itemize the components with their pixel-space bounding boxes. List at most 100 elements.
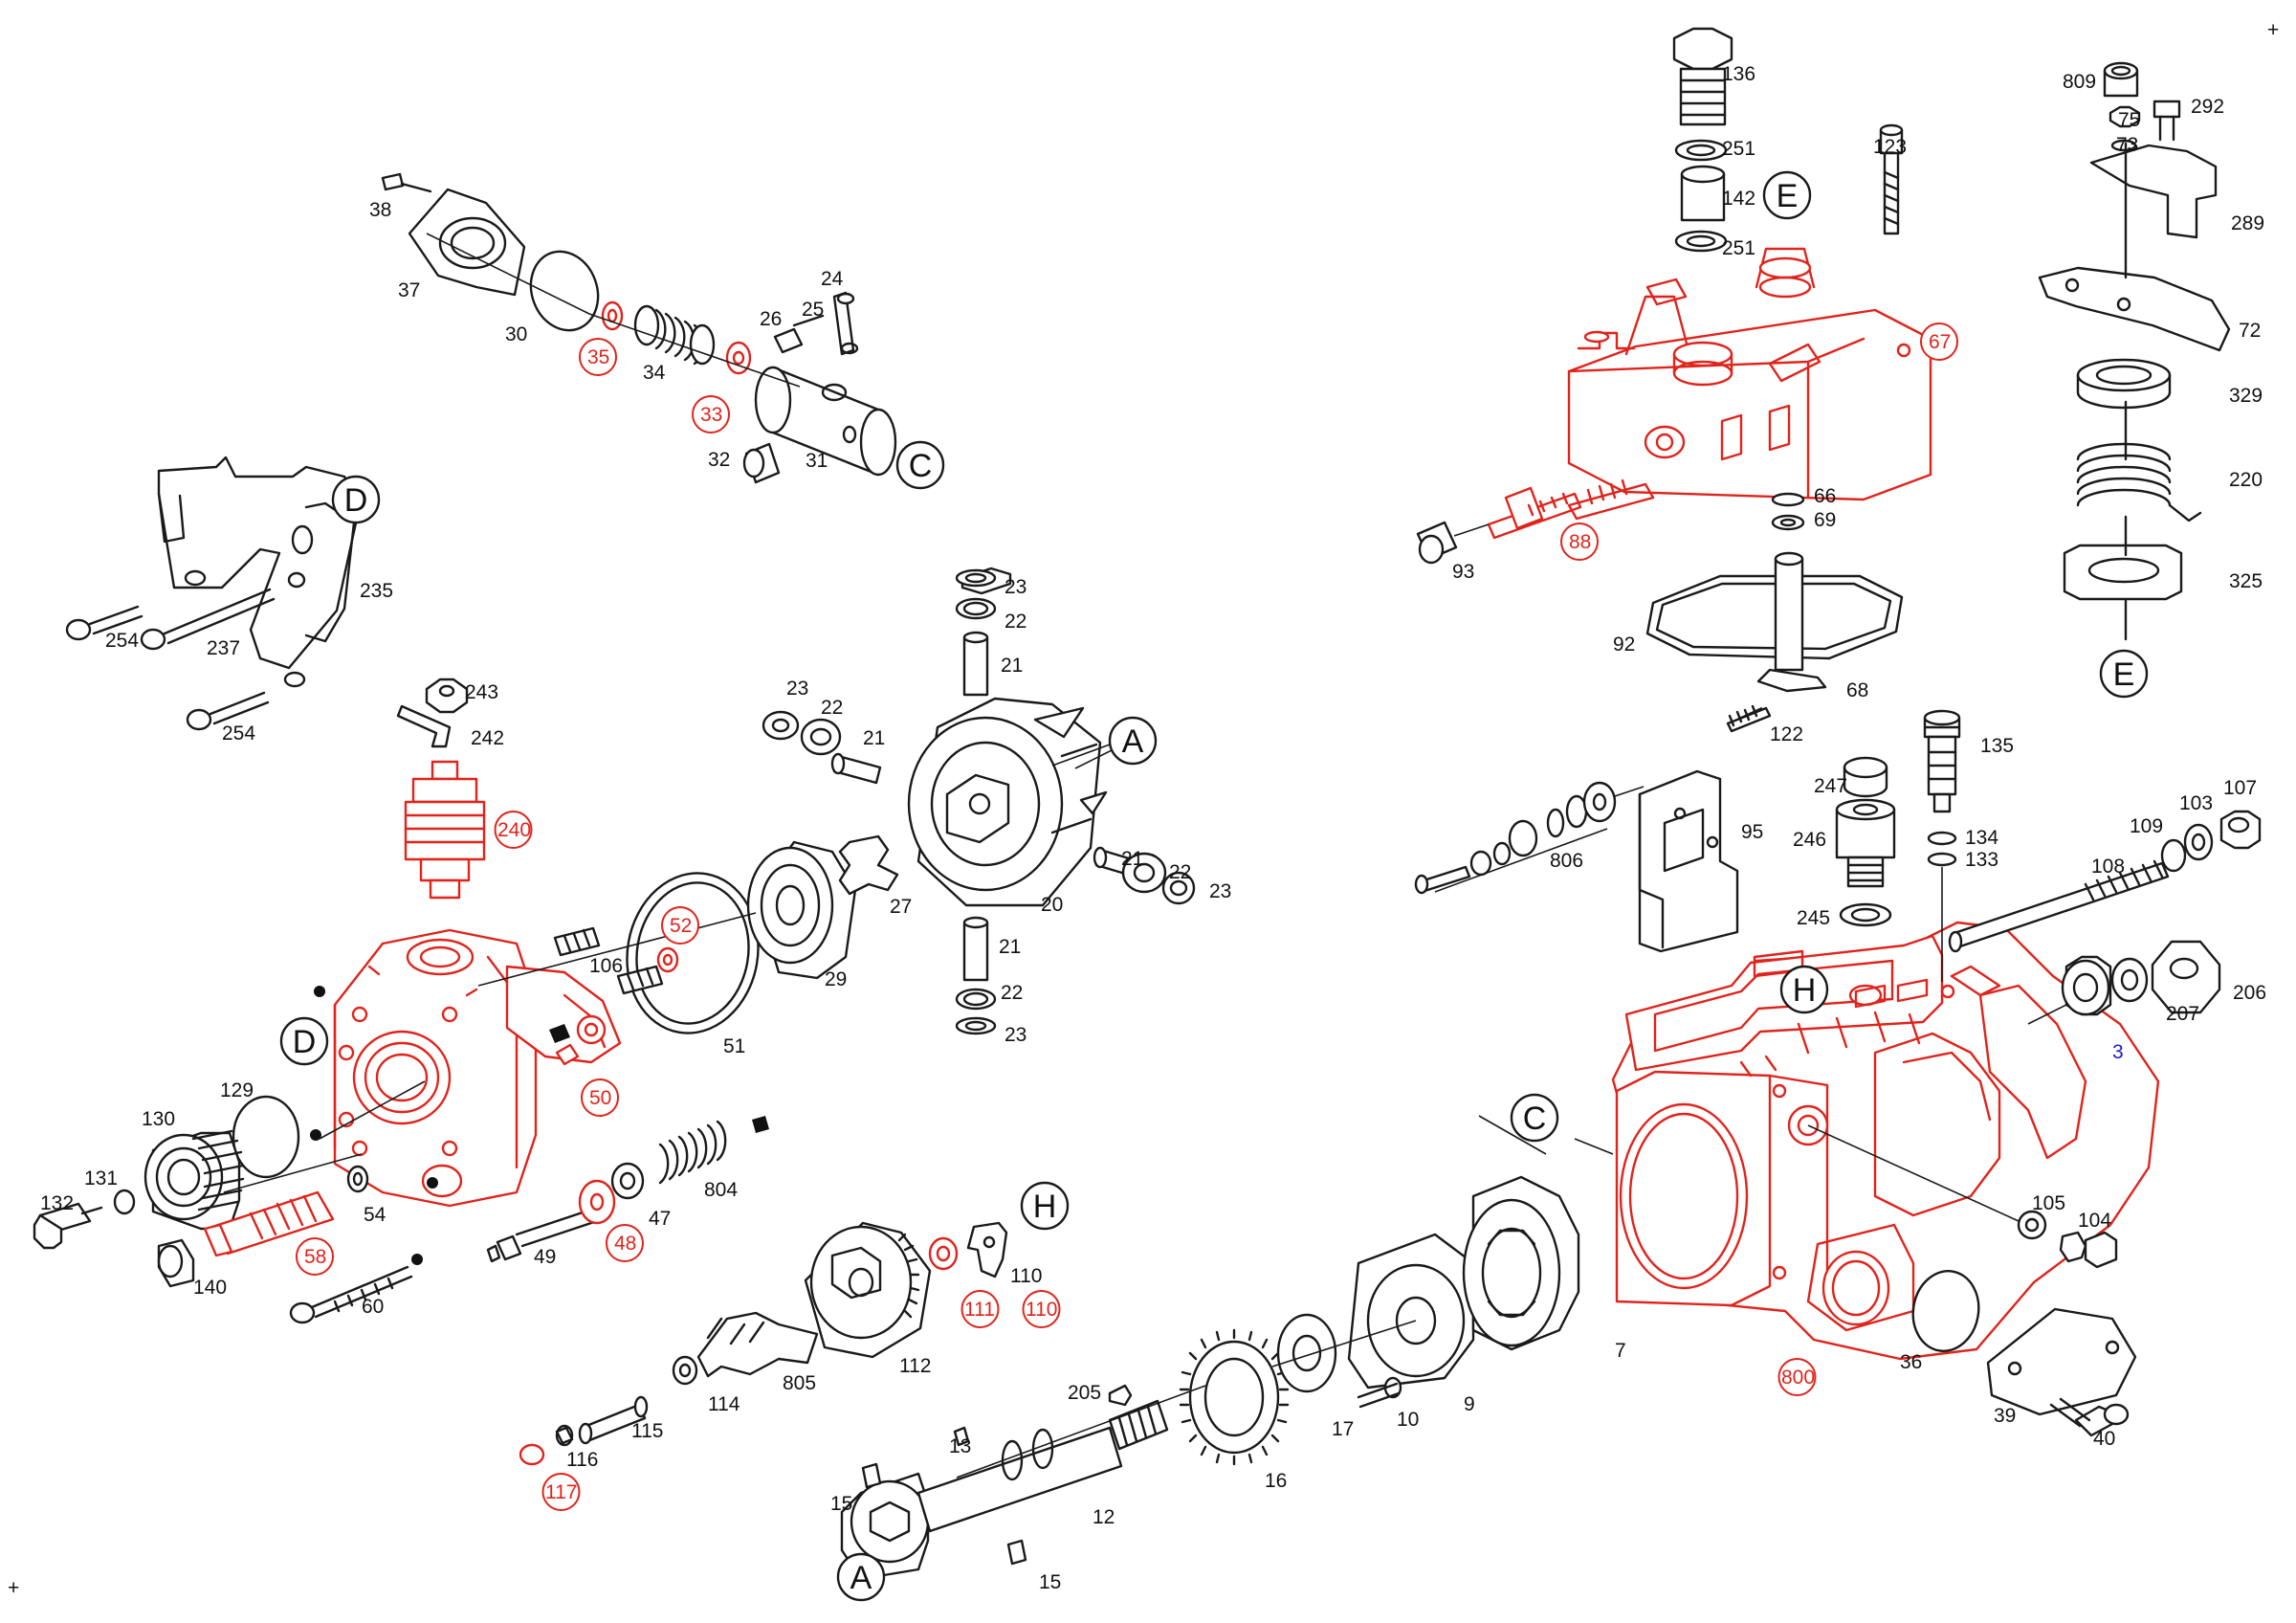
part-label: 15 — [1039, 1571, 1061, 1593]
timing-device-group — [381, 172, 897, 484]
part-label: 23 — [1004, 576, 1027, 598]
part-label: 805 — [783, 1372, 816, 1394]
part-label: 106 — [589, 955, 623, 977]
part-label: 207 — [2166, 1003, 2199, 1025]
part-label: 254 — [105, 630, 139, 652]
part-label: 103 — [2179, 792, 2213, 814]
part-label: 29 — [825, 968, 847, 990]
part-label: 809 — [2063, 71, 2096, 93]
part-label: 242 — [471, 727, 504, 749]
part-label: 289 — [2231, 212, 2264, 234]
part-label: 135 — [1980, 735, 2014, 757]
part-label: 22 — [1169, 861, 1191, 883]
part-label: 205 — [1068, 1382, 1101, 1404]
part-label: 243 — [465, 681, 498, 703]
part-label: 24 — [821, 268, 844, 290]
part-label: 72 — [2239, 320, 2261, 342]
part-label: 22 — [821, 697, 843, 719]
part-label: 21 — [999, 936, 1021, 958]
part-label: 123 — [1873, 136, 1907, 158]
part-label: 31 — [806, 450, 828, 472]
part-label: 25 — [802, 299, 824, 321]
part-label: 32 — [708, 449, 730, 471]
reference-marker-circle — [1762, 170, 1812, 220]
distributor-head — [310, 928, 622, 1208]
regulator-group — [486, 1116, 769, 1263]
part-label: 15 — [830, 1493, 852, 1515]
part-label: 110 — [1026, 1299, 1057, 1321]
reference-marker-circle — [836, 1552, 886, 1602]
reference-marker-letter: C — [909, 448, 933, 484]
bracket-group — [65, 456, 362, 731]
part-label: 110 — [1010, 1265, 1042, 1287]
part-label: 246 — [1793, 829, 1826, 851]
part-label: 115 — [631, 1420, 663, 1442]
red-part-circle — [960, 1290, 1000, 1328]
red-part-circle — [541, 1473, 581, 1511]
part-label: 114 — [708, 1393, 740, 1415]
part-label: 48 — [614, 1233, 636, 1255]
part-label: 107 — [2223, 777, 2257, 799]
part-label: 136 — [1722, 63, 1755, 85]
part-label: 800 — [1781, 1367, 1815, 1389]
reference-marker-circle — [895, 440, 945, 490]
part-label: 75 — [2118, 109, 2140, 131]
part-label: 39 — [1994, 1405, 2016, 1427]
part-label: 36 — [1900, 1351, 1922, 1373]
red-part-circle — [581, 1078, 619, 1117]
part-label: 52 — [670, 915, 692, 937]
part-label: 804 — [704, 1179, 738, 1201]
part-label: 3 — [2112, 1041, 2124, 1063]
reference-marker-letter: H — [1033, 1189, 1057, 1225]
red-part-circle — [1920, 322, 1958, 361]
part-label: 111 — [964, 1299, 995, 1321]
red-part-circle — [606, 1224, 644, 1262]
part-label: 69 — [1814, 509, 1836, 531]
part-label: 67 — [1929, 331, 1951, 353]
part-label: 251 — [1722, 237, 1755, 259]
part-label: 13 — [949, 1435, 971, 1457]
head-cover-assembly — [1416, 27, 1932, 565]
part-label: 17 — [1332, 1418, 1354, 1440]
corner-mark-bottom-left: + — [8, 1577, 19, 1599]
reference-marker: C — [895, 440, 945, 490]
reference-marker: E — [2099, 649, 2149, 699]
part-label: 35 — [587, 346, 609, 368]
part-label: 237 — [207, 637, 240, 659]
part-label: 109 — [2130, 815, 2163, 837]
part-label: 21 — [1121, 848, 1143, 870]
reference-marker-circle — [1020, 1181, 1070, 1231]
reference-marker-letter: E — [1777, 178, 1799, 214]
reference-marker: A — [1108, 716, 1158, 766]
stop-lever-group — [1414, 769, 1739, 953]
red-part-circle — [579, 338, 617, 376]
part-label: 131 — [84, 1167, 118, 1189]
reference-marker-circle — [2099, 649, 2149, 699]
part-label: 23 — [1004, 1024, 1027, 1046]
part-labels: 1362511422511236788936669926812295806809… — [40, 63, 2266, 1593]
part-label: 34 — [643, 362, 666, 384]
red-part-circle — [661, 906, 699, 945]
part-label: 129 — [220, 1079, 254, 1101]
part-label: 21 — [1001, 655, 1023, 677]
part-label: 130 — [142, 1108, 175, 1130]
reference-marker: H — [1020, 1181, 1070, 1231]
red-part-circle — [1560, 522, 1599, 561]
part-label: 95 — [1741, 821, 1763, 843]
part-label: 51 — [723, 1035, 745, 1057]
part-label: 104 — [2078, 1210, 2111, 1232]
reference-marker-letter: D — [293, 1024, 317, 1060]
part-label: 49 — [534, 1246, 556, 1268]
reference-marker-circle — [1510, 1093, 1559, 1143]
part-label: 329 — [2229, 385, 2263, 407]
reference-marker: D — [279, 1016, 329, 1066]
part-label: 235 — [360, 580, 393, 602]
red-part-circle — [1022, 1290, 1061, 1328]
part-label: 40 — [2093, 1428, 2115, 1450]
part-label: 38 — [369, 199, 391, 221]
part-label: 30 — [505, 323, 527, 345]
cover-plate-group — [1911, 1210, 2137, 1437]
reference-marker-letter: C — [1523, 1101, 1547, 1137]
